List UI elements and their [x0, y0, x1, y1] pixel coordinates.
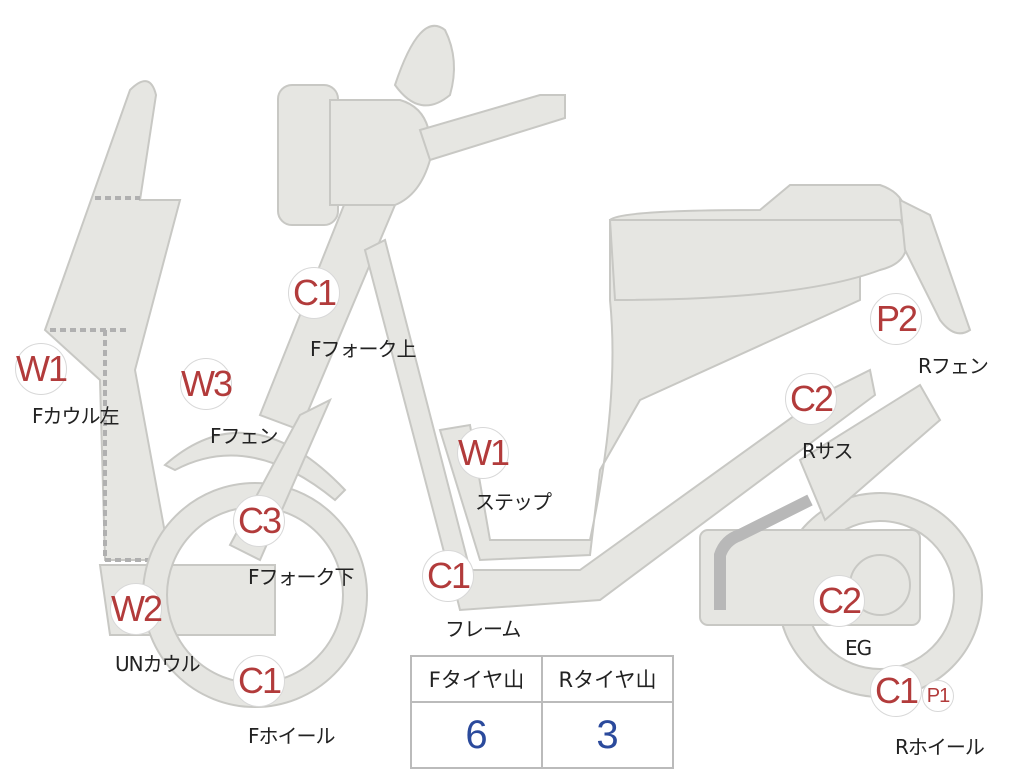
badge-rwheel: C1 [870, 665, 922, 717]
label-under-cowl: UNカウル [115, 652, 201, 676]
badge-step: W1 [457, 427, 510, 479]
label-engine: EG [845, 636, 872, 660]
badge-frame: C1 [422, 550, 474, 602]
label-ffender: Fフェン [210, 424, 279, 448]
label-ffork-lower: Fフォーク下 [248, 565, 355, 589]
label-rsuspension: Rサス [802, 439, 853, 463]
header-rear-tire: Rタイヤ山 [541, 655, 674, 703]
label-rwheel: Rホイール [895, 735, 985, 759]
badge-fwheel: C1 [233, 655, 285, 707]
badge-fcowl-left: W1 [15, 343, 68, 395]
badge-ffender: W3 [180, 358, 233, 410]
header-front-tire: Fタイヤ山 [410, 655, 543, 703]
badge-rfender: P2 [870, 293, 922, 345]
label-fwheel: Fホイール [248, 724, 336, 748]
badge-ffork-upper: C1 [288, 267, 340, 319]
badge-under-cowl: W2 [110, 583, 163, 635]
label-step: ステップ [475, 490, 552, 514]
badge-ffork-lower: C3 [233, 495, 285, 547]
badge-rsuspension: C2 [785, 373, 837, 425]
handlebar-headlight [277, 24, 566, 226]
label-rfender: Rフェン [918, 354, 989, 378]
rear-wheel [699, 383, 983, 698]
value-front-tire: 6 [410, 701, 543, 769]
badge-rwheel-p1: P1 [922, 680, 954, 712]
badge-engine: C2 [813, 575, 865, 627]
value-rear-tire: 3 [541, 701, 674, 769]
label-ffork-upper: Fフォーク上 [310, 337, 417, 361]
label-frame: フレーム [445, 617, 521, 641]
label-fcowl-left: Fカウル左 [32, 404, 120, 428]
